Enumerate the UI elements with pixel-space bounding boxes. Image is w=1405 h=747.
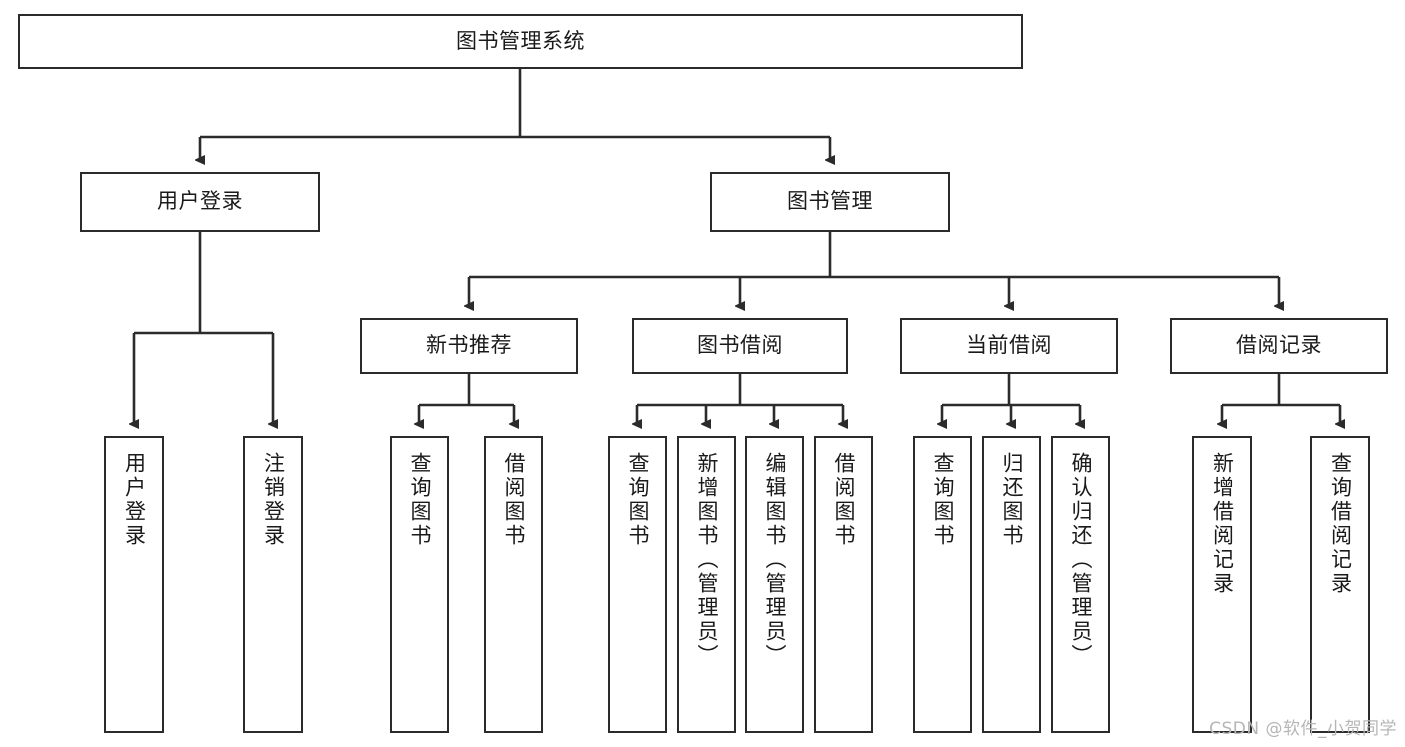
node-leaf-add-book-label: 新增图书（管理员）	[695, 452, 719, 668]
node-leaf-edit-book[interactable]: 编辑图书（管理员）	[745, 436, 804, 733]
node-leaf-query-book-3-label: 查询图书	[931, 452, 955, 548]
node-book-manage[interactable]: 图书管理	[710, 172, 950, 232]
node-leaf-query-book-1-label: 查询图书	[408, 452, 432, 548]
node-leaf-user-login-label: 用户登录	[122, 452, 147, 548]
node-user-login[interactable]: 用户登录	[80, 172, 320, 232]
node-leaf-return-book-label: 归还图书	[1000, 452, 1024, 548]
node-leaf-logout-label: 注销登录	[261, 452, 286, 548]
node-leaf-user-login[interactable]: 用户登录	[104, 436, 164, 733]
node-leaf-query-book-2-label: 查询图书	[626, 452, 650, 548]
node-leaf-borrow-book-1[interactable]: 借阅图书	[484, 436, 543, 733]
node-borrow-record-label: 借阅记录	[1236, 333, 1322, 358]
node-leaf-add-record[interactable]: 新增借阅记录	[1192, 436, 1252, 733]
node-leaf-edit-book-label: 编辑图书（管理员）	[763, 452, 787, 668]
node-leaf-borrow-book-2-label: 借阅图书	[832, 452, 856, 548]
node-leaf-add-record-label: 新增借阅记录	[1210, 452, 1235, 596]
node-leaf-confirm-return-label: 确认归还（管理员）	[1069, 452, 1093, 668]
node-new-book-recommend-label: 新书推荐	[426, 333, 512, 358]
node-leaf-query-record-label: 查询借阅记录	[1328, 452, 1353, 596]
node-root-label: 图书管理系统	[456, 28, 585, 53]
node-current-borrow[interactable]: 当前借阅	[900, 318, 1118, 374]
node-leaf-borrow-book-2[interactable]: 借阅图书	[814, 436, 873, 733]
node-current-borrow-label: 当前借阅	[966, 333, 1052, 358]
node-user-login-label: 用户登录	[157, 189, 243, 214]
node-leaf-confirm-return[interactable]: 确认归还（管理员）	[1051, 436, 1110, 733]
node-book-borrow-label: 图书借阅	[697, 333, 783, 358]
node-book-borrow[interactable]: 图书借阅	[632, 318, 848, 374]
node-leaf-query-book-3[interactable]: 查询图书	[913, 436, 972, 733]
node-root-system[interactable]: 图书管理系统	[18, 14, 1023, 69]
node-leaf-query-record[interactable]: 查询借阅记录	[1310, 436, 1370, 733]
node-new-book-recommend[interactable]: 新书推荐	[360, 318, 578, 374]
node-leaf-query-book-1[interactable]: 查询图书	[390, 436, 449, 733]
node-leaf-borrow-book-1-label: 借阅图书	[502, 452, 526, 548]
node-leaf-return-book[interactable]: 归还图书	[982, 436, 1041, 733]
node-leaf-add-book[interactable]: 新增图书（管理员）	[677, 436, 736, 733]
node-book-manage-label: 图书管理	[787, 189, 873, 214]
node-leaf-logout[interactable]: 注销登录	[243, 436, 303, 733]
node-leaf-query-book-2[interactable]: 查询图书	[608, 436, 667, 733]
node-borrow-record[interactable]: 借阅记录	[1170, 318, 1388, 374]
